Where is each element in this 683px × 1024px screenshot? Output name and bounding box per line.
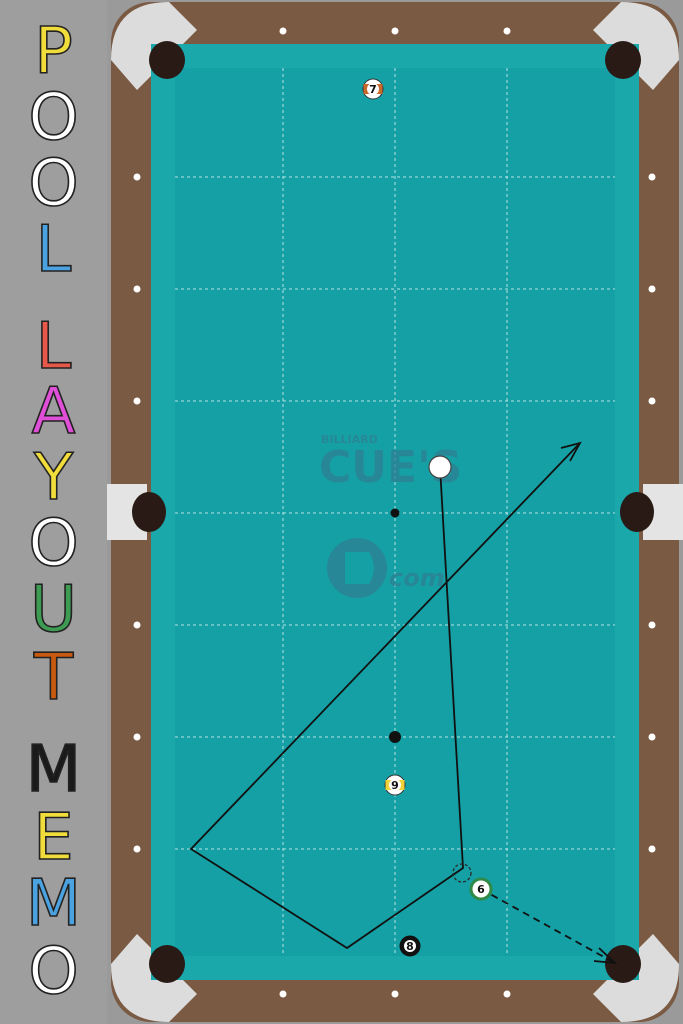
title-letter-10: T (33, 641, 74, 715)
rail-diamonds (133, 27, 656, 998)
ball-number: 9 (391, 779, 399, 792)
ghost-ball-contact (452, 863, 472, 883)
title-letter-11: M (25, 733, 82, 807)
ball-number-disc (367, 83, 379, 95)
cue-ball[interactable] (428, 455, 452, 479)
object-ball-dashed-path (480, 888, 614, 963)
pockets (132, 41, 654, 983)
title-letter-3: O (28, 147, 80, 221)
watermark-line1: BILLIARD (321, 433, 378, 446)
spot-marker (389, 731, 401, 743)
title-letter-12: E (32, 801, 74, 875)
ball-number-disc (475, 883, 487, 895)
ball-number-disc (404, 940, 416, 952)
ball-7[interactable]: 7 (362, 78, 384, 100)
title-letter-7: Y (33, 441, 74, 515)
ball-number: 7 (369, 83, 377, 96)
title-letter-6: A (31, 375, 76, 449)
watermark-d-glyph (345, 552, 374, 584)
object-ball-arrow-head (593, 947, 618, 965)
pocket-top-right (605, 41, 641, 79)
pocket-side-right (620, 492, 654, 532)
cue-ball-path (189, 443, 580, 950)
table-grid (175, 68, 615, 956)
title-letter-8: O (28, 507, 80, 581)
arrow-head (560, 441, 582, 462)
ball-number-disc (389, 779, 401, 791)
ball-8[interactable]: 8 (399, 935, 421, 957)
title-letter-13: M (25, 867, 82, 941)
title-letter-14: O (28, 935, 80, 1009)
watermark-line3: com (389, 564, 445, 592)
ball-body (428, 455, 452, 479)
pocket-bottom-right (605, 945, 641, 983)
ball-9[interactable]: 9 (384, 774, 406, 796)
pocket-top-left (149, 41, 185, 79)
title-letter-1: P (33, 15, 73, 89)
ball-6[interactable]: 6 (469, 877, 493, 901)
pocket-bottom-left (149, 945, 185, 983)
ball-number: 8 (406, 940, 414, 953)
shot-lines (189, 441, 618, 965)
title-letter-9: U (29, 573, 77, 647)
ball-number: 6 (477, 883, 485, 896)
title-letter-2: O (28, 81, 80, 155)
pocket-side-left (132, 492, 166, 532)
spot-marker (390, 508, 400, 518)
title-letter-5: L (35, 310, 72, 384)
title-letter-4: L (35, 213, 72, 287)
